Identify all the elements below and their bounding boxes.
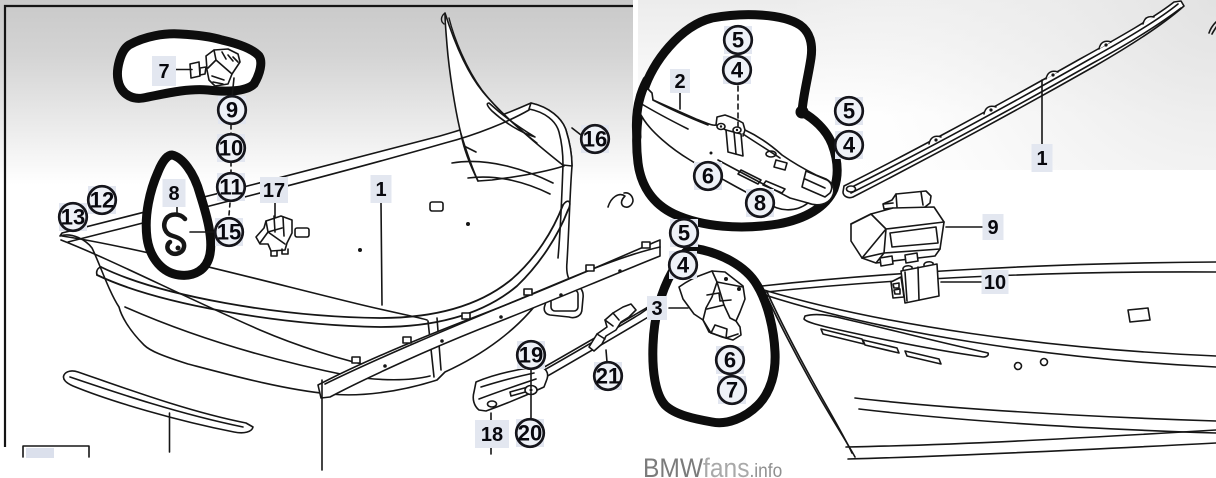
- svg-text:5: 5: [732, 28, 744, 53]
- svg-text:1: 1: [1036, 148, 1047, 170]
- svg-text:21: 21: [596, 364, 620, 389]
- svg-text:5: 5: [843, 99, 855, 124]
- svg-text:10: 10: [984, 272, 1006, 294]
- svg-text:4: 4: [677, 253, 690, 278]
- svg-text:2: 2: [674, 71, 685, 93]
- svg-text:4: 4: [731, 58, 744, 83]
- svg-text:3: 3: [651, 298, 662, 320]
- svg-text:7: 7: [158, 61, 169, 83]
- svg-text:8: 8: [168, 183, 179, 205]
- svg-text:6: 6: [702, 164, 714, 189]
- svg-text:12: 12: [90, 188, 114, 213]
- svg-text:13: 13: [61, 205, 85, 230]
- svg-text:8: 8: [754, 191, 766, 216]
- svg-text:9: 9: [987, 217, 998, 239]
- svg-text:16: 16: [583, 127, 607, 152]
- svg-text:18: 18: [481, 424, 503, 446]
- svg-text:11: 11: [219, 175, 242, 200]
- svg-text:1: 1: [375, 179, 386, 201]
- svg-text:9: 9: [226, 98, 238, 123]
- svg-text:4: 4: [843, 133, 856, 158]
- svg-text:15: 15: [217, 220, 241, 245]
- svg-text:6: 6: [724, 348, 736, 373]
- svg-text:20: 20: [518, 421, 542, 446]
- svg-text:10: 10: [219, 136, 243, 161]
- svg-text:5: 5: [678, 221, 690, 246]
- svg-text:19: 19: [519, 343, 543, 368]
- svg-text:7: 7: [726, 378, 738, 403]
- svg-text:17: 17: [263, 180, 285, 202]
